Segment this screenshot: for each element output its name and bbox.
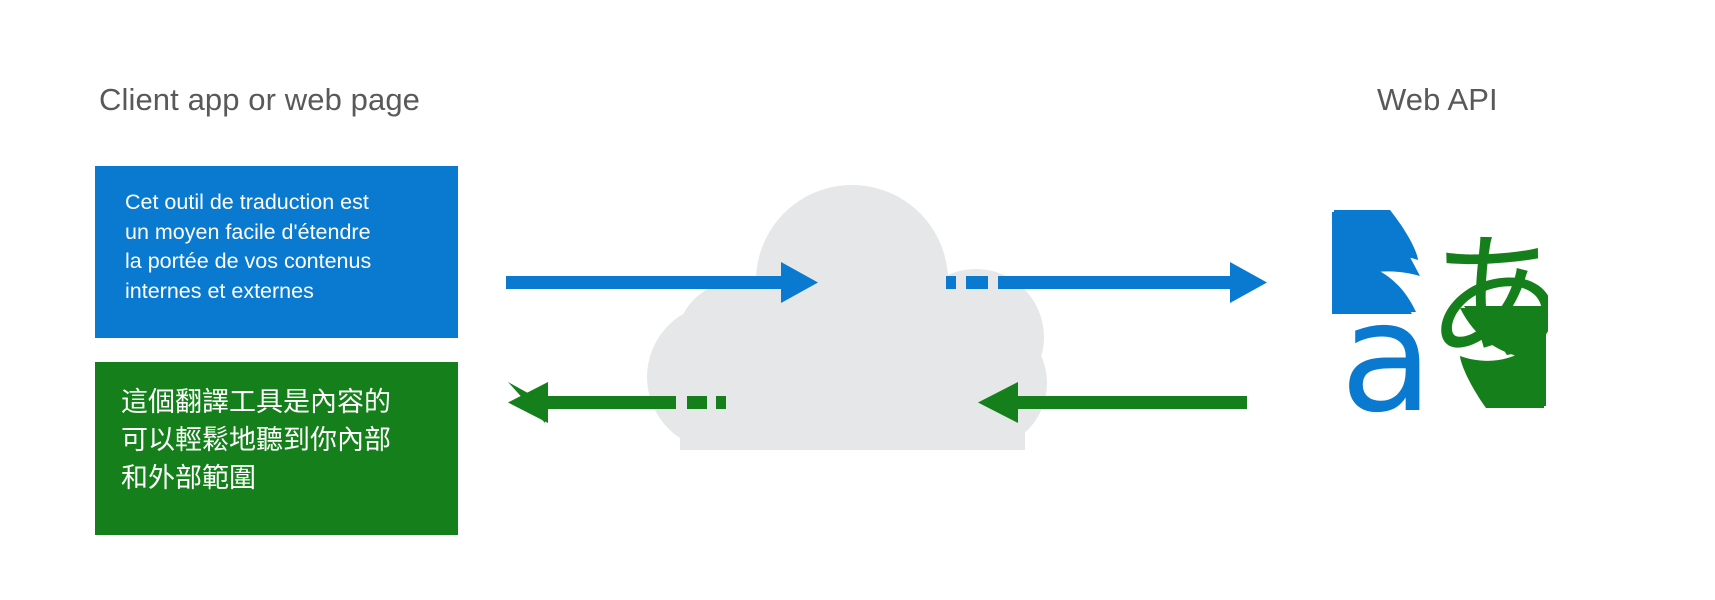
source-line-3: la portée de vos contenus: [125, 249, 372, 273]
cloud-shape: [647, 185, 1047, 450]
web-api-column-title: Web API: [1377, 82, 1498, 117]
translate-arrow-left-icon: [1332, 210, 1420, 314]
target-line-1: 這個翻譯工具是內容的: [121, 387, 391, 418]
source-text-box: Cet outil de traduction est un moyen fac…: [95, 166, 458, 338]
source-line-2: un moyen facile d'étendre: [125, 219, 371, 244]
source-line-1: Cet outil de traduction est: [125, 190, 369, 214]
latin-a-glyph: a: [1340, 269, 1433, 416]
target-line-2: 可以輕鬆地聽到你內部: [121, 425, 391, 456]
translated-text-box: 這個翻譯工具是內容的 可以輕鬆地聽到你內部 和外部範圍: [95, 362, 458, 535]
client-column-title: Client app or web page: [99, 82, 421, 117]
target-line-3: 和外部範圍: [121, 463, 256, 494]
source-line-4: internes et externes: [125, 278, 314, 303]
translator-icon: a あ: [1332, 210, 1548, 416]
translate-arrow-right-icon: [1460, 306, 1546, 408]
